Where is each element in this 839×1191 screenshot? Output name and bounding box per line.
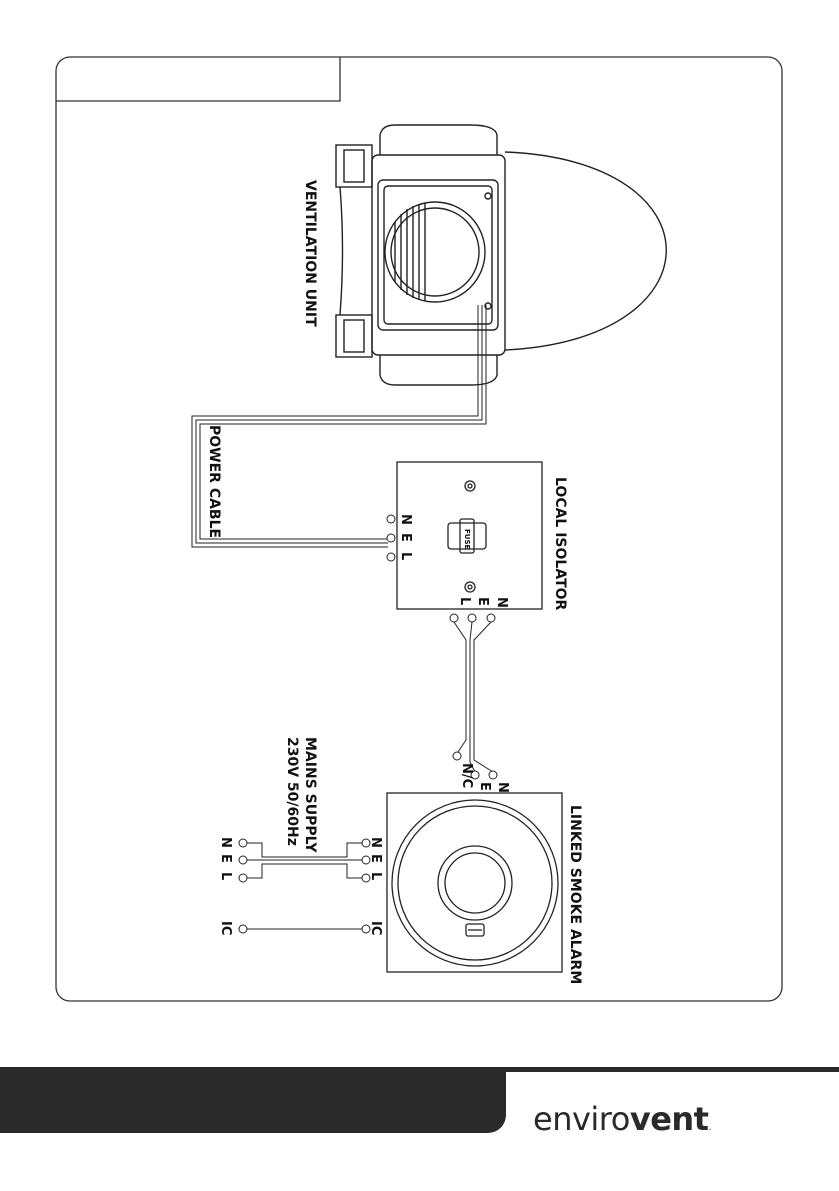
alarm-terminal-e: E (368, 854, 383, 863)
ventilation-unit-drawing (336, 125, 666, 385)
diagram-frame (56, 57, 782, 1001)
mains-wires (247, 843, 362, 929)
mains-supply-label-line1: MAINS SUPPLY (302, 737, 318, 853)
mains-terminal-l: L (218, 872, 233, 880)
logo-text-bold: vent (630, 1100, 709, 1138)
logo-dot: . (708, 1122, 711, 1133)
isolator-bottom-terminals (450, 614, 495, 622)
isolator-terminal-l: L (398, 552, 413, 560)
mains-terminal-n: N (218, 837, 233, 848)
alarm-terminal-ic: IC (368, 921, 383, 935)
isolator-left-terminals (387, 515, 395, 561)
isolator-bottom-terminal-l: L (457, 597, 472, 605)
alarm-top-terminal-e: E (477, 782, 492, 791)
isolator-terminal-e: E (398, 533, 413, 542)
local-isolator-label: LOCAL ISOLATOR (552, 477, 568, 611)
ventilation-unit-label: VENTILATION UNIT (302, 180, 318, 327)
isolator-bottom-terminal-n: N (494, 597, 509, 608)
alarm-top-terminal-n: N (495, 782, 510, 793)
alarm-top-terminal-nc: N/C (459, 763, 474, 788)
logo-text-light: enviro (533, 1100, 630, 1138)
title-tab (56, 57, 340, 101)
fuse-label: FUSE (463, 529, 471, 550)
alarm-terminal-l: L (368, 872, 383, 880)
isolator-to-alarm-wires (454, 622, 493, 772)
linked-smoke-alarm-label: LINKED SMOKE ALARM (567, 805, 583, 984)
mains-supply-label-line2: 230V 50/60Hz (284, 737, 300, 846)
power-cable (192, 305, 486, 547)
smoke-alarm-drawing (387, 793, 562, 972)
power-cable-label: POWER CABLE (206, 425, 222, 538)
isolator-terminal-n: N (398, 514, 413, 525)
envirovent-logo: envirovent. (533, 1100, 711, 1140)
footer-band (0, 1067, 506, 1133)
mains-terminal-e: E (218, 854, 233, 863)
mains-terminal-ic: IC (218, 921, 233, 935)
alarm-terminal-n: N (368, 837, 383, 848)
isolator-bottom-terminal-e: E (475, 597, 490, 606)
mains-terminals (239, 839, 247, 933)
footer-rule (506, 1067, 839, 1072)
